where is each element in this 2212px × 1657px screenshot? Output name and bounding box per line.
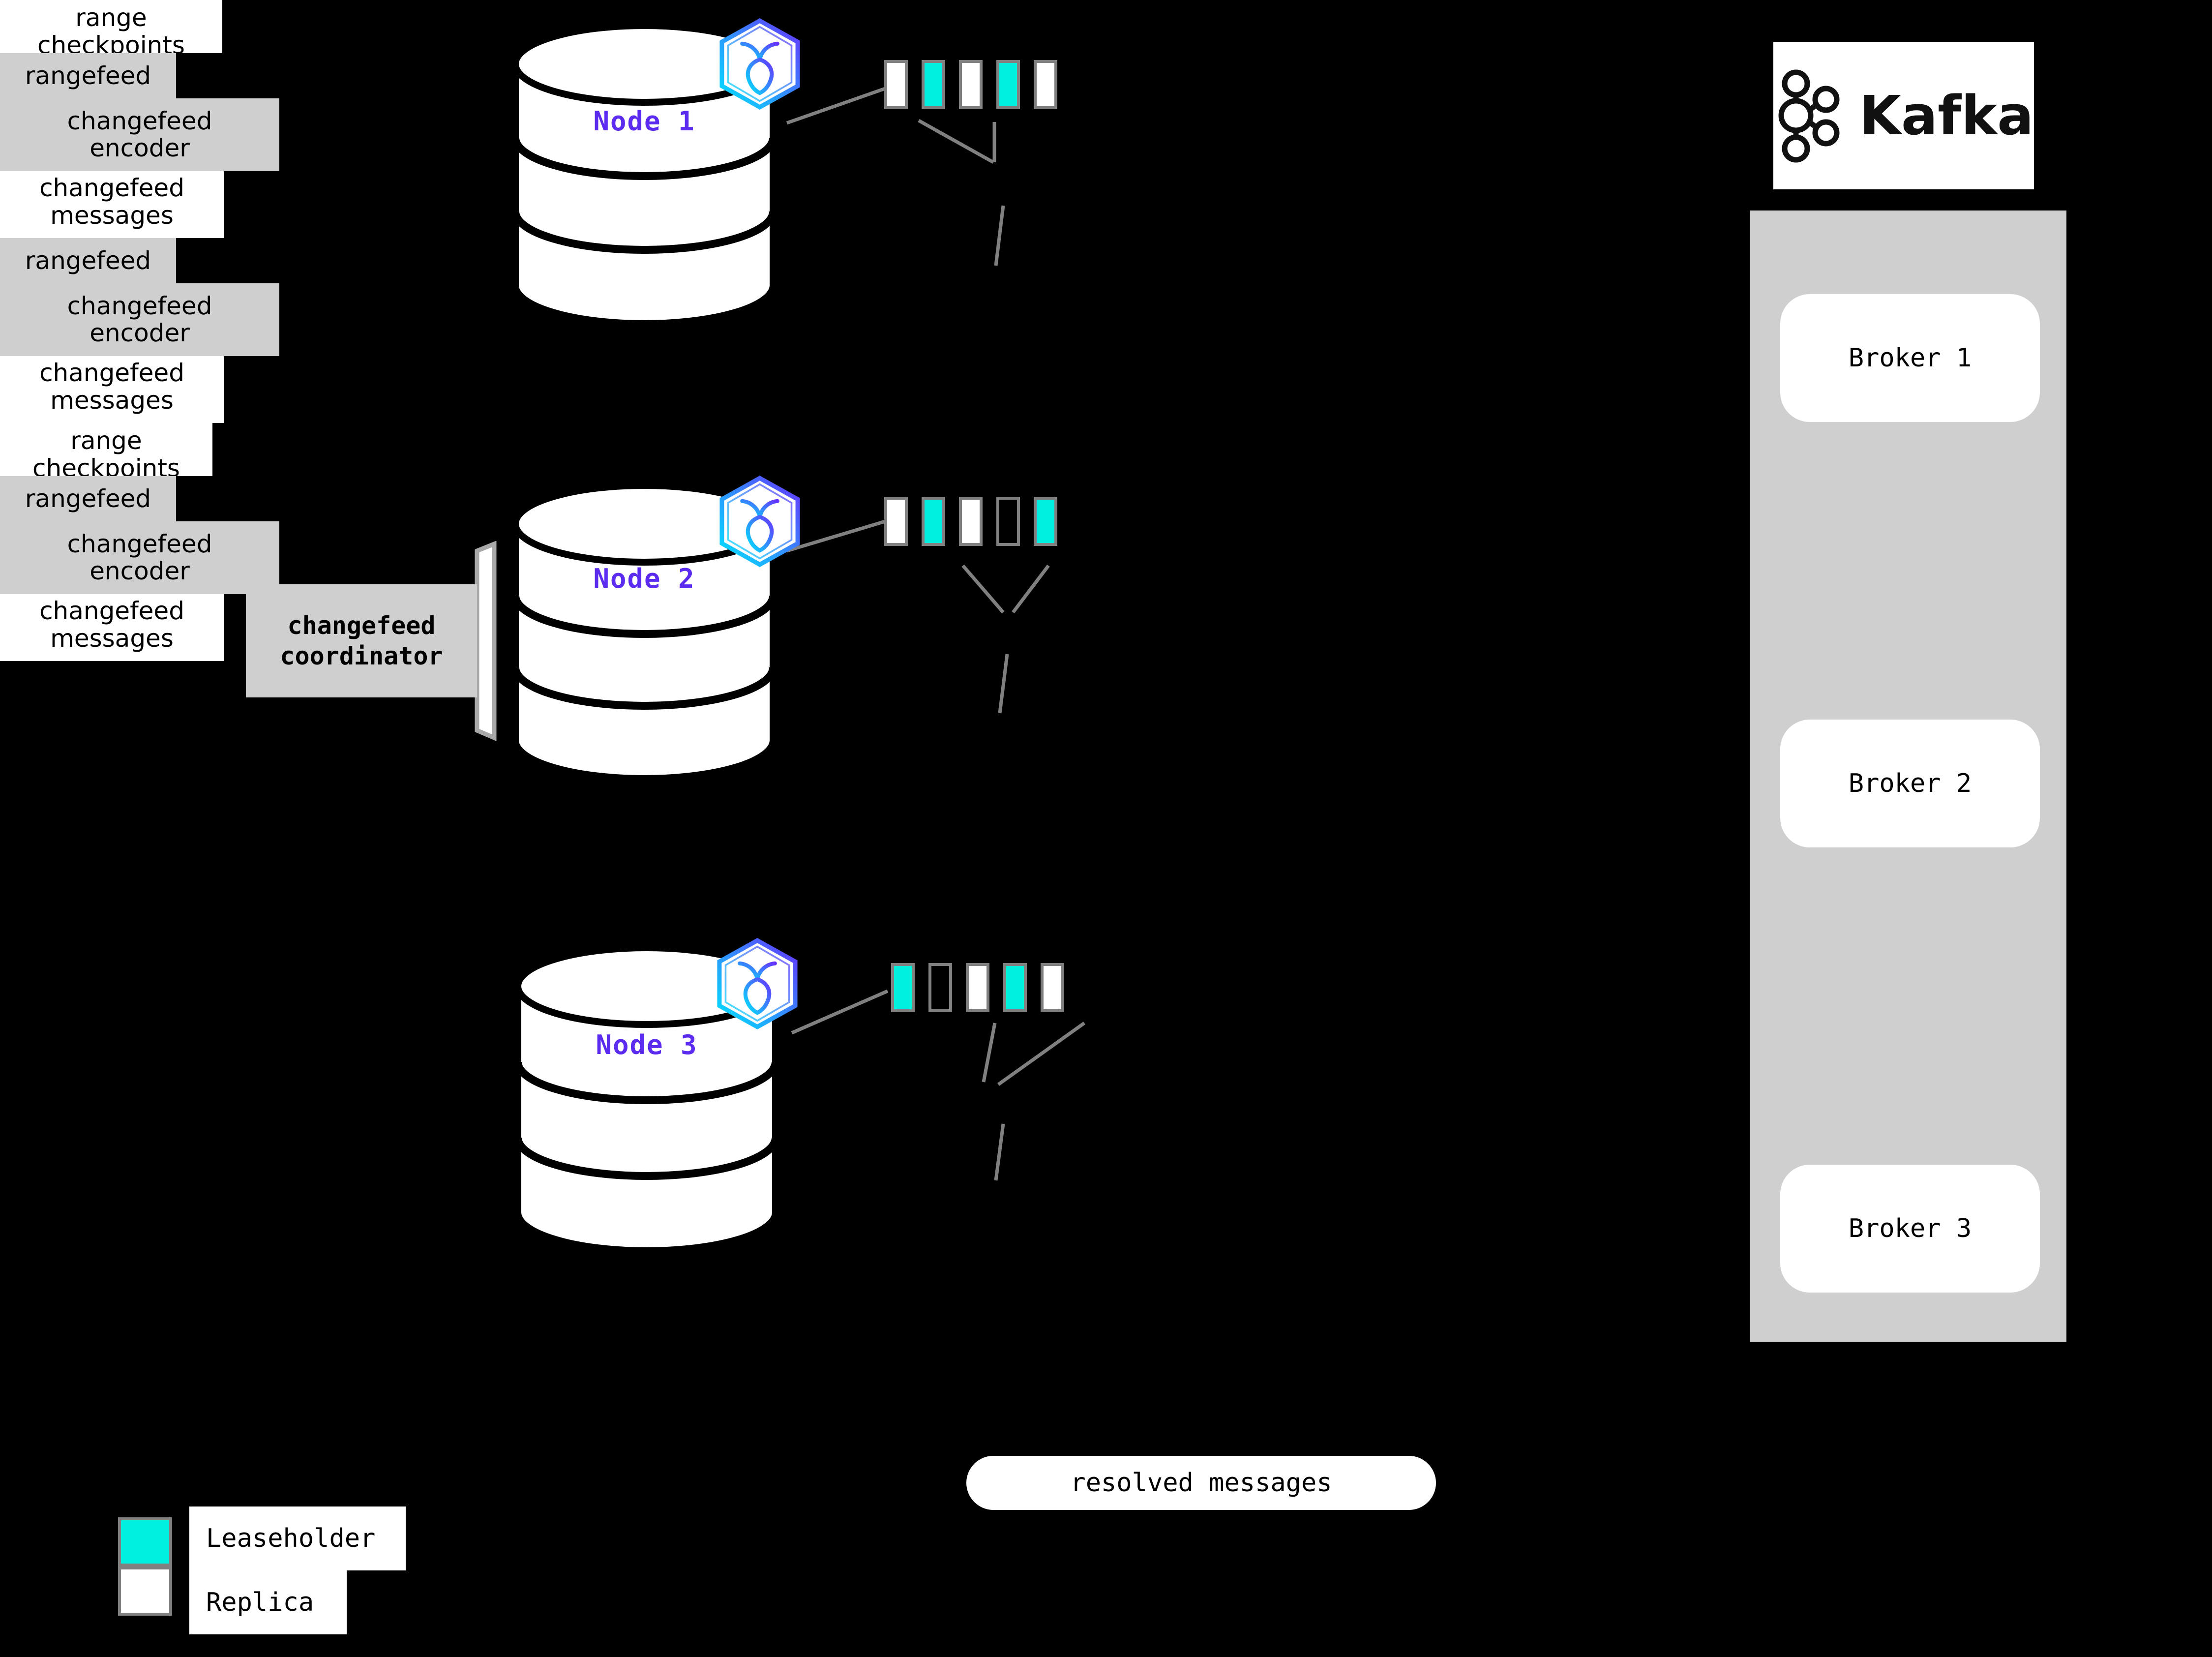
node-1-rangefeed-label: rangefeed (25, 61, 151, 90)
kafka-broker-2[interactable]: Broker 2 (1780, 720, 2040, 847)
range-box[interactable] (928, 963, 952, 1012)
legend: Leaseholder Replica (118, 1506, 423, 1634)
kafka-broker-1-label: Broker 1 (1848, 343, 1972, 373)
kafka-broker-3-label: Broker 3 (1848, 1214, 1972, 1243)
node-2-ranges (884, 497, 1057, 546)
node-3-side-label: range checkpoints (0, 423, 212, 476)
node-1-encoder-line2: encoder (90, 134, 190, 162)
node-3-rangefeed[interactable]: rangefeed (0, 476, 176, 521)
node-3-messages-line2: messages (50, 624, 174, 653)
range-box[interactable] (1034, 60, 1057, 109)
legend-text-replica: Replica (206, 1588, 314, 1617)
legend-text-leaseholder: Leaseholder (206, 1524, 376, 1553)
range-box[interactable] (1034, 497, 1057, 546)
legend-swatch-leaseholder (118, 1517, 172, 1567)
node-2-rangefeed[interactable]: rangefeed (0, 238, 176, 283)
kafka-broker-2-label: Broker 2 (1848, 769, 1972, 798)
range-box[interactable] (922, 60, 945, 109)
node-1-side-label-line2: checkpoints (37, 31, 185, 53)
node-2-messages-line2: messages (50, 386, 174, 415)
legend-label-replica: Replica (189, 1570, 347, 1634)
range-box[interactable] (884, 60, 908, 109)
kafka-logo-box: Kafka (1773, 42, 2034, 189)
legend-swatch-replica (118, 1567, 172, 1616)
node-3-side-label-line1: range (70, 426, 142, 455)
coordinator-line2: coordinator (280, 642, 443, 670)
node-3-encoder-line2: encoder (90, 557, 190, 585)
coordinator-line1: changefeed (287, 611, 436, 640)
node-2-messages-line1: changefeed (39, 359, 184, 387)
kafka-broker-panel: Broker 1 Broker 2 Broker 3 (1750, 211, 2066, 1342)
node-2-encoder-line1: changefeed (67, 292, 212, 320)
node-1-encoder-line1: changefeed (67, 107, 212, 135)
resolved-messages-label: resolved messages (1070, 1468, 1332, 1498)
range-box[interactable] (996, 497, 1020, 546)
node-2-rangefeed-label: rangefeed (25, 246, 151, 275)
node-1-messages-line1: changefeed (39, 174, 184, 202)
kafka-broker-1[interactable]: Broker 1 (1780, 294, 2040, 422)
changefeed-coordinator-callout[interactable]: changefeed coordinator (246, 541, 521, 757)
range-box[interactable] (966, 963, 989, 1012)
node-2-changefeed-encoder[interactable]: changefeed encoder (0, 283, 279, 356)
cockroachdb-hexagon-icon (716, 475, 804, 568)
node-1-messages-line2: messages (50, 201, 174, 230)
node-3-encoder-line1: changefeed (67, 530, 212, 558)
node-1-cylinder: Node 1 (511, 25, 777, 325)
range-box[interactable] (884, 497, 908, 546)
range-box[interactable] (996, 60, 1020, 109)
node-1-side-label: range checkpoints (0, 0, 222, 53)
node-1-changefeed-encoder[interactable]: changefeed encoder (0, 98, 279, 171)
node-2-label: Node 2 (593, 563, 695, 594)
node-3-rangefeed-label: rangefeed (25, 484, 151, 513)
node-1-ranges (884, 60, 1057, 109)
kafka-wordmark: Kafka (1859, 84, 2034, 147)
cockroachdb-hexagon-icon (713, 937, 802, 1030)
node-3-ranges (891, 963, 1064, 1012)
node-3-cylinder: Node 3 (514, 947, 779, 1252)
range-box[interactable] (1041, 963, 1064, 1012)
cockroachdb-hexagon-icon (716, 17, 804, 111)
range-box[interactable] (959, 497, 983, 546)
kafka-logo-icon (1778, 69, 1840, 163)
node-3-label: Node 3 (596, 1029, 698, 1060)
node-3-side-label-line2: checkpoints (32, 454, 180, 476)
node-1-label: Node 1 (593, 106, 695, 137)
resolved-messages-pill[interactable]: resolved messages (966, 1456, 1436, 1510)
legend-label-leaseholder: Leaseholder (189, 1506, 406, 1570)
node-2-changefeed-messages: changefeed messages (0, 356, 224, 423)
kafka-broker-3[interactable]: Broker 3 (1780, 1165, 2040, 1293)
range-box[interactable] (959, 60, 983, 109)
changefeed-coordinator-label: changefeed coordinator (246, 584, 477, 697)
node-1-changefeed-messages: changefeed messages (0, 171, 224, 238)
node-2-encoder-line2: encoder (90, 319, 190, 347)
node-2-cylinder: Node 2 (511, 484, 777, 780)
range-box[interactable] (891, 963, 915, 1012)
node-3-changefeed-encoder[interactable]: changefeed encoder (0, 521, 279, 594)
range-box[interactable] (922, 497, 945, 546)
range-box[interactable] (1003, 963, 1027, 1012)
node-3-messages-line1: changefeed (39, 597, 184, 625)
node-3-changefeed-messages: changefeed messages (0, 594, 224, 661)
node-1-side-label-line1: range (75, 3, 147, 32)
node-1-rangefeed[interactable]: rangefeed (0, 53, 176, 98)
